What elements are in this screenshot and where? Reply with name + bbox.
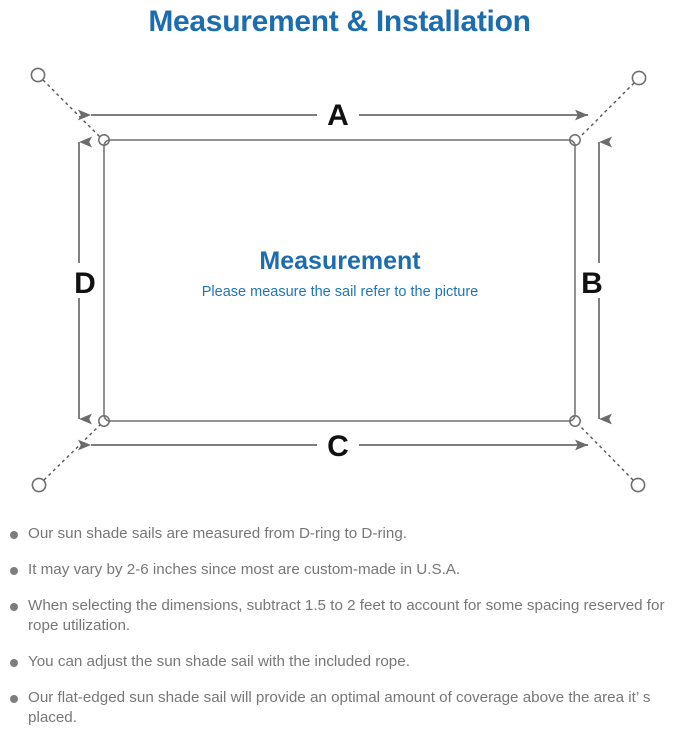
d-ring-top-left bbox=[30, 67, 46, 83]
dimension-label-d: D bbox=[74, 267, 96, 300]
rope-line-bottom-left bbox=[43, 424, 101, 481]
list-item: Our flat-edged sun shade sail will provi… bbox=[0, 688, 679, 728]
dimension-label-c: C bbox=[327, 430, 349, 463]
bullet-icon bbox=[10, 659, 18, 667]
bullet-icon bbox=[10, 531, 18, 539]
list-item: When selecting the dimensions, subtract … bbox=[0, 596, 679, 636]
d-ring-bottom-left bbox=[31, 477, 47, 493]
sail-corner-top-right bbox=[569, 134, 581, 146]
notes-list: Our sun shade sails are measured from D-… bbox=[0, 524, 679, 744]
sail-corner-grommets bbox=[98, 134, 581, 427]
rope-lines bbox=[42, 79, 635, 481]
bullet-icon bbox=[10, 567, 18, 575]
bullet-icon bbox=[10, 603, 18, 611]
sail-body bbox=[103, 139, 576, 422]
list-item: It may vary by 2-6 inches since most are… bbox=[0, 560, 679, 580]
rope-line-top-left bbox=[42, 79, 101, 138]
sail-subheading: Please measure the sail refer to the pic… bbox=[202, 284, 478, 300]
rope-line-top-right bbox=[579, 82, 635, 138]
d-ring-top-right bbox=[631, 70, 647, 86]
page-title: Measurement & Installation bbox=[148, 5, 531, 38]
dimension-arrows bbox=[78, 109, 612, 451]
d-ring-bottom-right bbox=[630, 477, 646, 493]
list-item-text: When selecting the dimensions, subtract … bbox=[28, 597, 665, 634]
dimension-label-b: B bbox=[581, 267, 603, 300]
sail-heading: Measurement bbox=[259, 247, 421, 275]
rope-line-bottom-right bbox=[578, 424, 634, 481]
shade-sail-measurement-diagram: A C D B Measurement Please measure the s… bbox=[0, 48, 679, 518]
list-item-text: You can adjust the sun shade sail with t… bbox=[28, 653, 410, 670]
bullet-icon bbox=[10, 695, 18, 703]
sail-corner-bottom-right bbox=[569, 415, 581, 427]
d-rings bbox=[30, 67, 647, 493]
list-item-text: It may vary by 2-6 inches since most are… bbox=[28, 561, 461, 578]
dimension-label-a: A bbox=[327, 99, 349, 132]
sail-corner-bottom-left bbox=[98, 415, 110, 427]
list-item-text: Our sun shade sails are measured from D-… bbox=[28, 525, 407, 542]
list-item-text: Our flat-edged sun shade sail will provi… bbox=[28, 689, 651, 726]
list-item: You can adjust the sun shade sail with t… bbox=[0, 652, 679, 672]
sail-corner-top-left bbox=[98, 134, 110, 146]
list-item: Our sun shade sails are measured from D-… bbox=[0, 524, 679, 544]
